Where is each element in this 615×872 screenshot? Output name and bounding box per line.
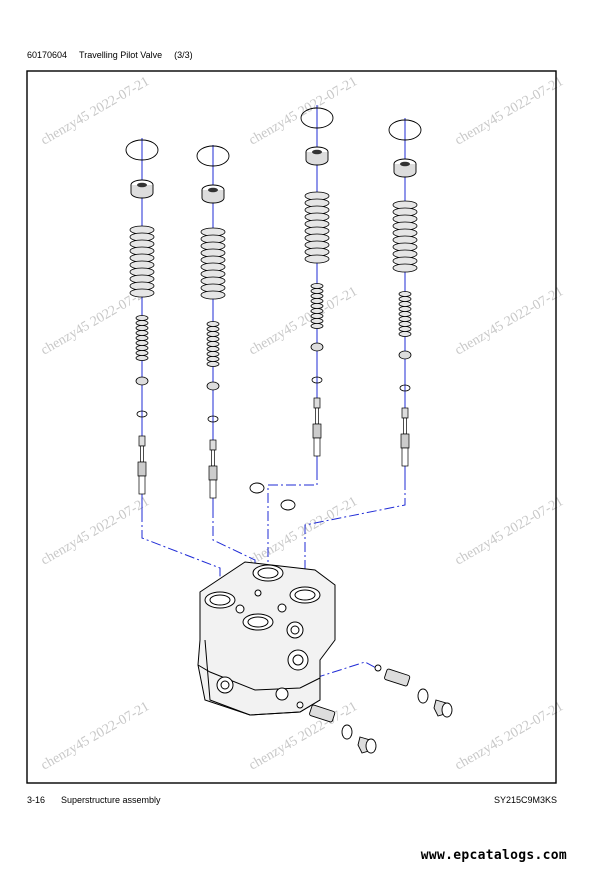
doc-code: 60170604	[27, 50, 68, 60]
seal-ring	[388, 119, 422, 141]
watermark-text: chenzy45 2022-07-21	[39, 494, 153, 568]
outer-spring	[200, 227, 226, 300]
side-plug-assembly-lower	[296, 701, 377, 754]
washer	[135, 376, 149, 386]
spool-assembly-4	[388, 119, 422, 467]
section-name: Superstructure assembly	[61, 795, 161, 805]
outer-spring	[129, 225, 155, 298]
spool-assembly-3	[300, 107, 334, 457]
watermark-text: chenzy45 2022-07-21	[247, 494, 361, 568]
drawing-frame	[26, 70, 557, 784]
washer	[398, 350, 412, 360]
watermark-text: chenzy45 2022-07-21	[453, 494, 567, 568]
washer	[206, 381, 220, 391]
spool-stem	[400, 407, 410, 467]
doc-title: Travelling Pilot Valve	[79, 50, 163, 60]
o-ring	[249, 482, 265, 494]
watermark-text: chenzy45 2022-07-21	[247, 284, 361, 358]
watermark-text: chenzy45 2022-07-21	[39, 699, 153, 773]
website-link[interactable]: www.epcatalogs.com	[420, 848, 567, 863]
cap-nut	[201, 184, 225, 204]
snap-ring	[136, 410, 148, 418]
snap-ring	[399, 384, 411, 392]
inner-spring	[206, 321, 220, 367]
snap-ring	[311, 376, 323, 384]
cap-nut	[305, 146, 329, 166]
watermark-text: chenzy45 2022-07-21	[453, 284, 567, 358]
seal-ring	[125, 139, 159, 161]
spool-assembly-2	[196, 145, 230, 499]
seal-ring	[196, 145, 230, 167]
watermark-text: chenzy45 2022-07-21	[453, 74, 567, 148]
watermark-text: chenzy45 2022-07-21	[39, 74, 153, 148]
washer	[310, 342, 324, 352]
side-plug-assembly-upper	[374, 664, 453, 718]
inner-spring	[310, 283, 324, 329]
page-header: 60170604 Travelling Pilot Valve (3/3)	[27, 50, 205, 60]
model-code: SY215C9M3KS	[493, 795, 557, 805]
valve-body	[197, 561, 336, 716]
inner-spring	[398, 291, 412, 337]
seal-ring	[300, 107, 334, 129]
page-footer: 3-16 Superstructure assembly	[27, 795, 177, 805]
inner-spring	[135, 315, 149, 361]
spool-stem	[312, 397, 322, 457]
cap-nut	[130, 179, 154, 199]
page-part: (3/3)	[174, 50, 193, 60]
outer-spring	[304, 191, 330, 264]
spool-stem	[208, 439, 218, 499]
spool-assembly-1	[125, 139, 159, 495]
watermark-text: chenzy45 2022-07-21	[453, 699, 567, 773]
outer-spring	[392, 200, 418, 273]
spool-stem	[137, 435, 147, 495]
page-number: 3-16	[27, 795, 46, 805]
cap-nut	[393, 158, 417, 178]
watermark-text: chenzy45 2022-07-21	[247, 74, 361, 148]
snap-ring	[207, 415, 219, 423]
o-ring	[280, 499, 296, 511]
